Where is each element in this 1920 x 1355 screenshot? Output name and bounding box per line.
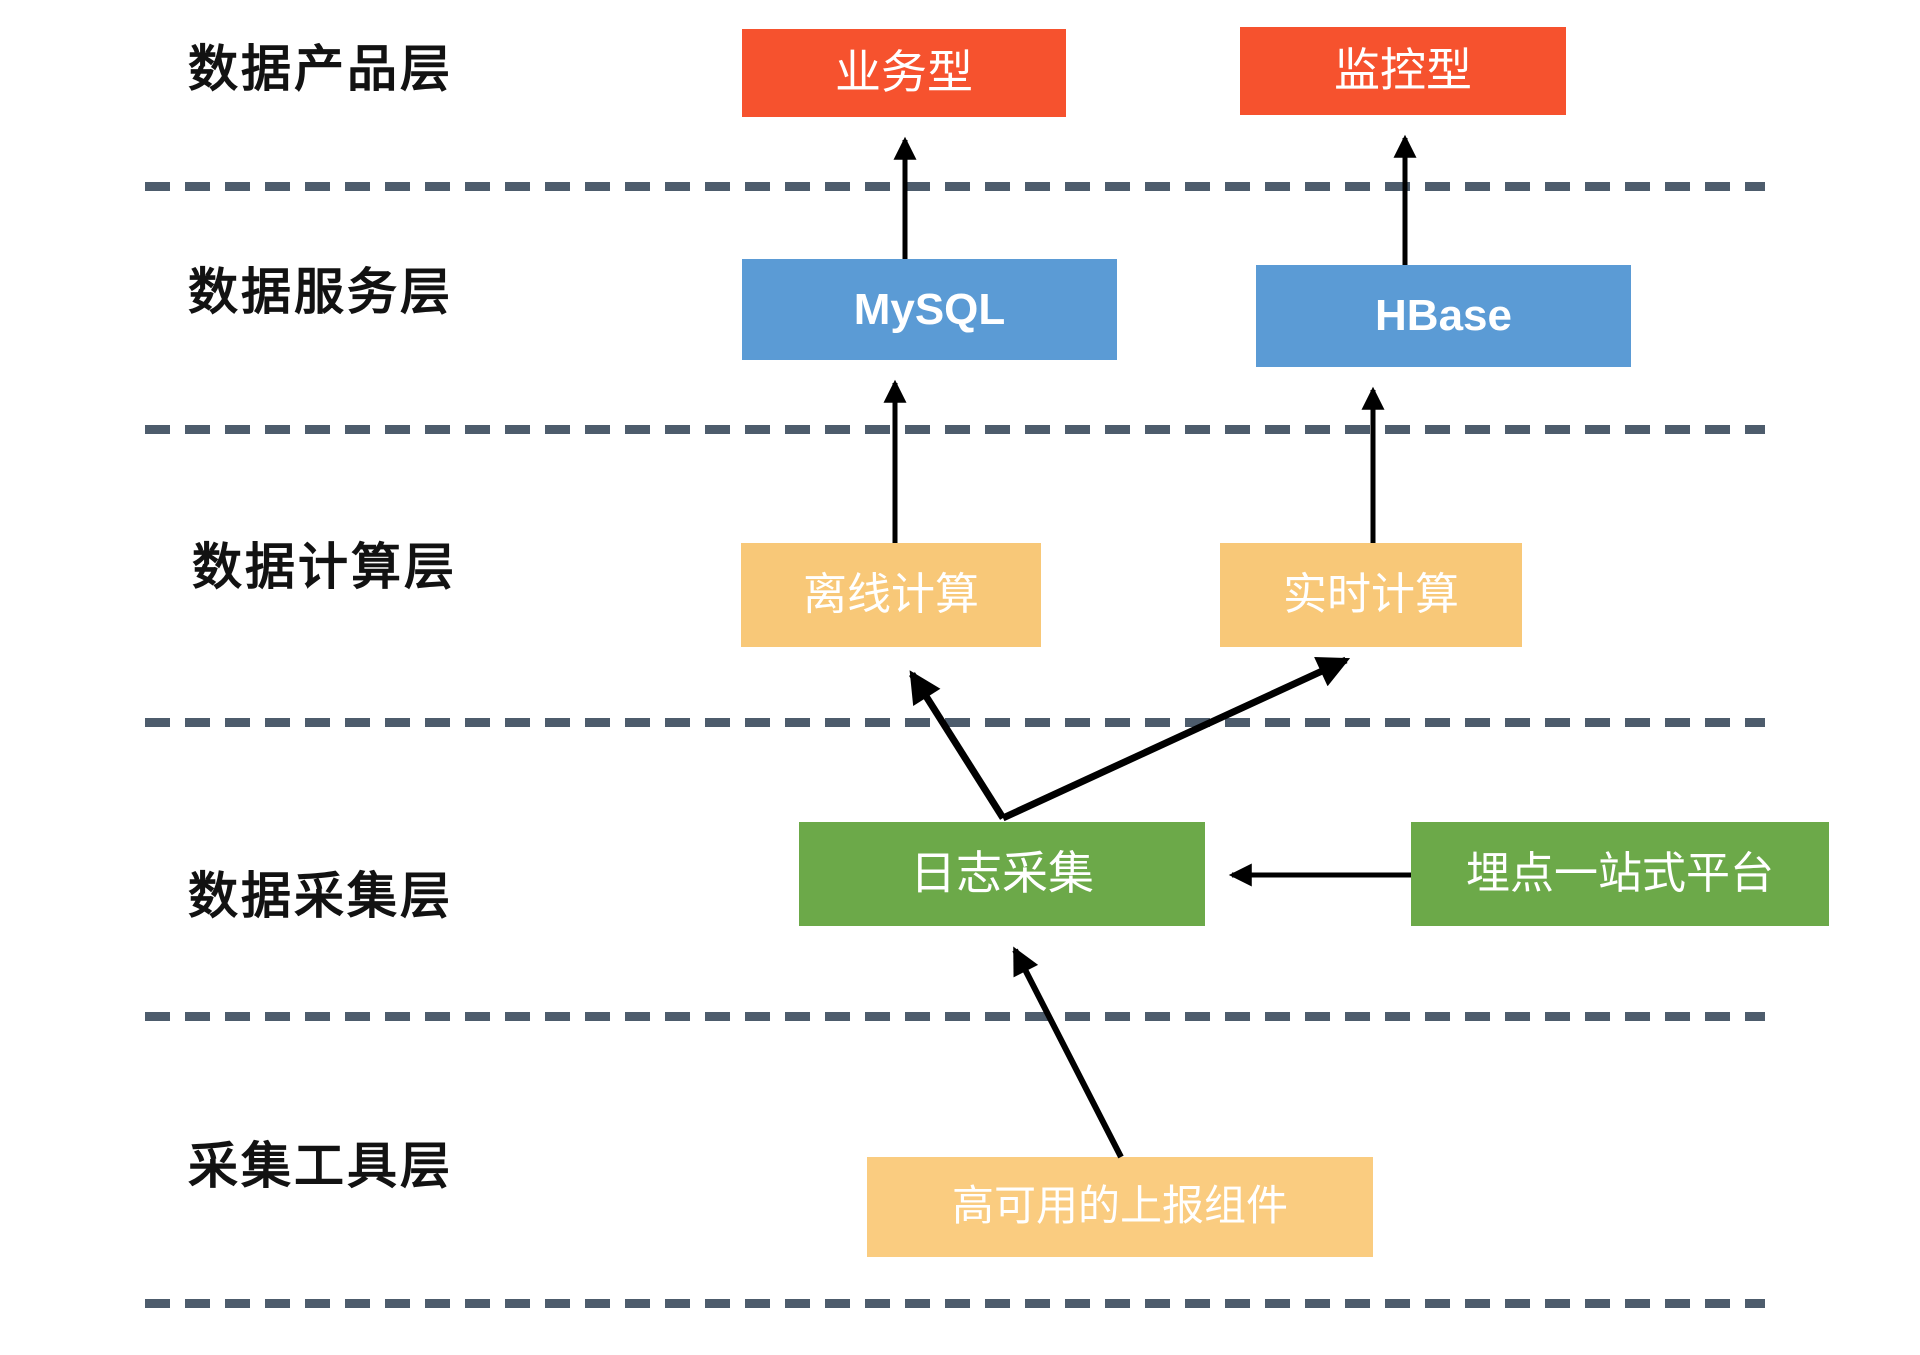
layer-label-collection-tool: 采集工具层	[188, 1138, 453, 1194]
layer-label-data-computing: 数据计算层	[192, 539, 457, 595]
node-mysql: MySQL	[742, 259, 1117, 360]
layer-label-data-collection: 数据采集层	[188, 868, 453, 924]
separator-line-4	[145, 1012, 1765, 1021]
separator-line-1	[145, 182, 1765, 191]
layer-label-data-service: 数据服务层	[188, 264, 453, 320]
node-monitor-type: 监控型	[1240, 27, 1566, 115]
arrow-reporter-to-log	[1012, 946, 1124, 1159]
node-hbase: HBase	[1256, 265, 1631, 367]
node-tracking-platform: 埋点一站式平台	[1411, 822, 1829, 926]
layer-label-data-product: 数据产品层	[188, 41, 453, 97]
node-business-type: 业务型	[742, 29, 1066, 117]
arrow-log-to-realtime	[1001, 656, 1351, 822]
node-offline-computing: 离线计算	[741, 543, 1041, 647]
node-realtime-computing: 实时计算	[1220, 543, 1522, 647]
separator-line-5	[145, 1299, 1765, 1308]
separator-line-3	[145, 718, 1765, 727]
node-log-collection: 日志采集	[799, 822, 1205, 926]
node-ha-reporting-component: 高可用的上报组件	[867, 1157, 1373, 1257]
separator-line-2	[145, 425, 1765, 434]
arrow-log-to-offline	[909, 670, 1006, 820]
